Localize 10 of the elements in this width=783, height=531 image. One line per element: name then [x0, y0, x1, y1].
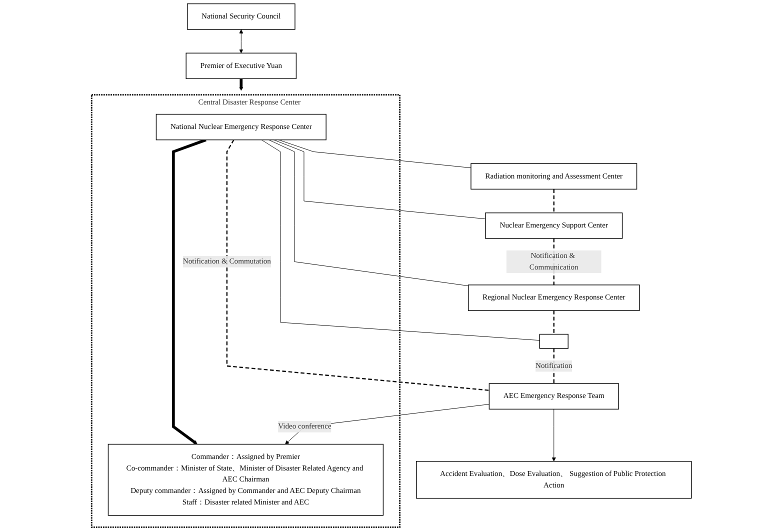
connector — [274, 140, 486, 220]
node-box — [539, 334, 568, 349]
connector — [268, 140, 469, 286]
connector — [226, 140, 490, 391]
connector — [278, 140, 472, 168]
connector — [553, 310, 554, 334]
arrow — [239, 78, 244, 91]
connector — [553, 189, 554, 213]
connector — [261, 140, 540, 341]
arrow — [172, 138, 206, 444]
